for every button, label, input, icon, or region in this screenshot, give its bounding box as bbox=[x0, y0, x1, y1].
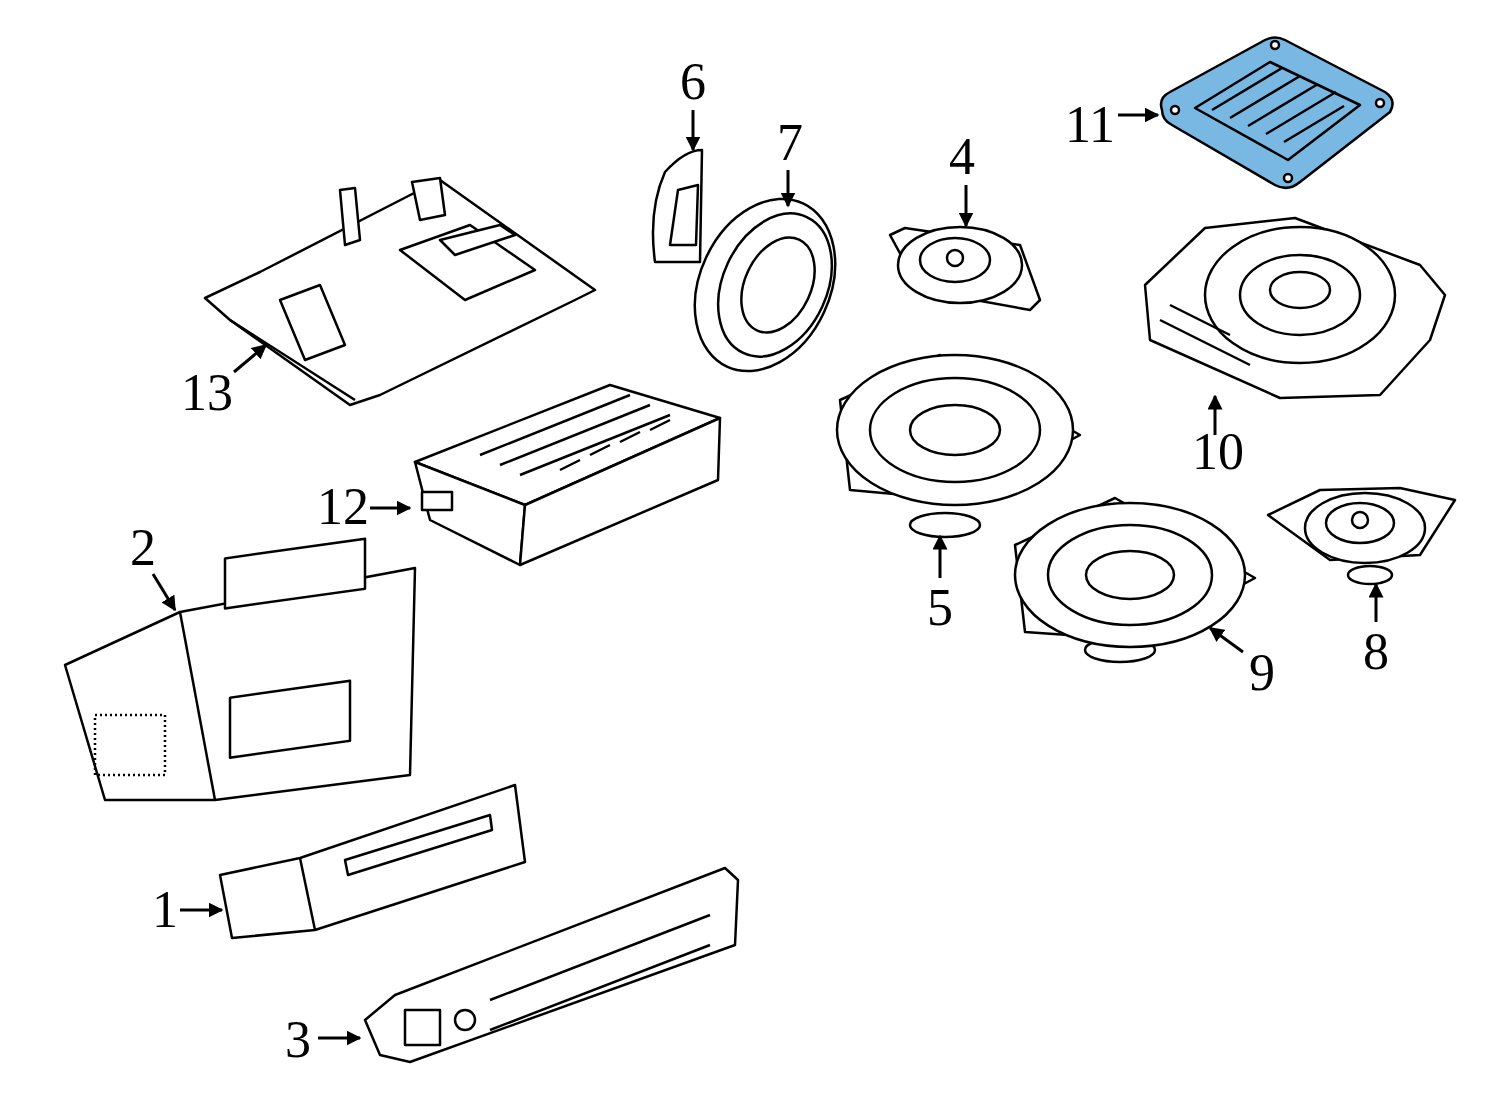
callout-number: 5 bbox=[927, 582, 953, 634]
control-panel bbox=[365, 868, 738, 1062]
speaker-ring bbox=[668, 176, 862, 394]
callout-number: 4 bbox=[949, 131, 975, 183]
leader-arrows bbox=[153, 110, 1376, 1038]
callout-number: 13 bbox=[181, 367, 233, 419]
callout-number: 7 bbox=[777, 117, 803, 169]
callout-number: 11 bbox=[1065, 99, 1115, 151]
tweeter-cover bbox=[653, 150, 702, 262]
speaker-grille bbox=[1161, 38, 1393, 188]
callout-number: 12 bbox=[317, 481, 369, 533]
tweeter bbox=[1268, 488, 1455, 584]
callout-number: 1 bbox=[152, 884, 178, 936]
head-unit bbox=[65, 539, 415, 800]
subwoofer bbox=[1145, 218, 1445, 398]
callout-number: 2 bbox=[130, 522, 156, 574]
control-unit bbox=[220, 785, 525, 938]
callout-number: 6 bbox=[680, 56, 706, 108]
speaker bbox=[837, 355, 1080, 537]
bracket bbox=[205, 178, 595, 405]
callout-number: 10 bbox=[1192, 426, 1244, 478]
callout-number: 9 bbox=[1249, 647, 1275, 699]
tweeter bbox=[890, 227, 1040, 310]
amplifier bbox=[415, 385, 720, 565]
callout-number: 8 bbox=[1363, 626, 1389, 678]
callout-number: 3 bbox=[285, 1014, 311, 1066]
speaker bbox=[1015, 498, 1255, 662]
